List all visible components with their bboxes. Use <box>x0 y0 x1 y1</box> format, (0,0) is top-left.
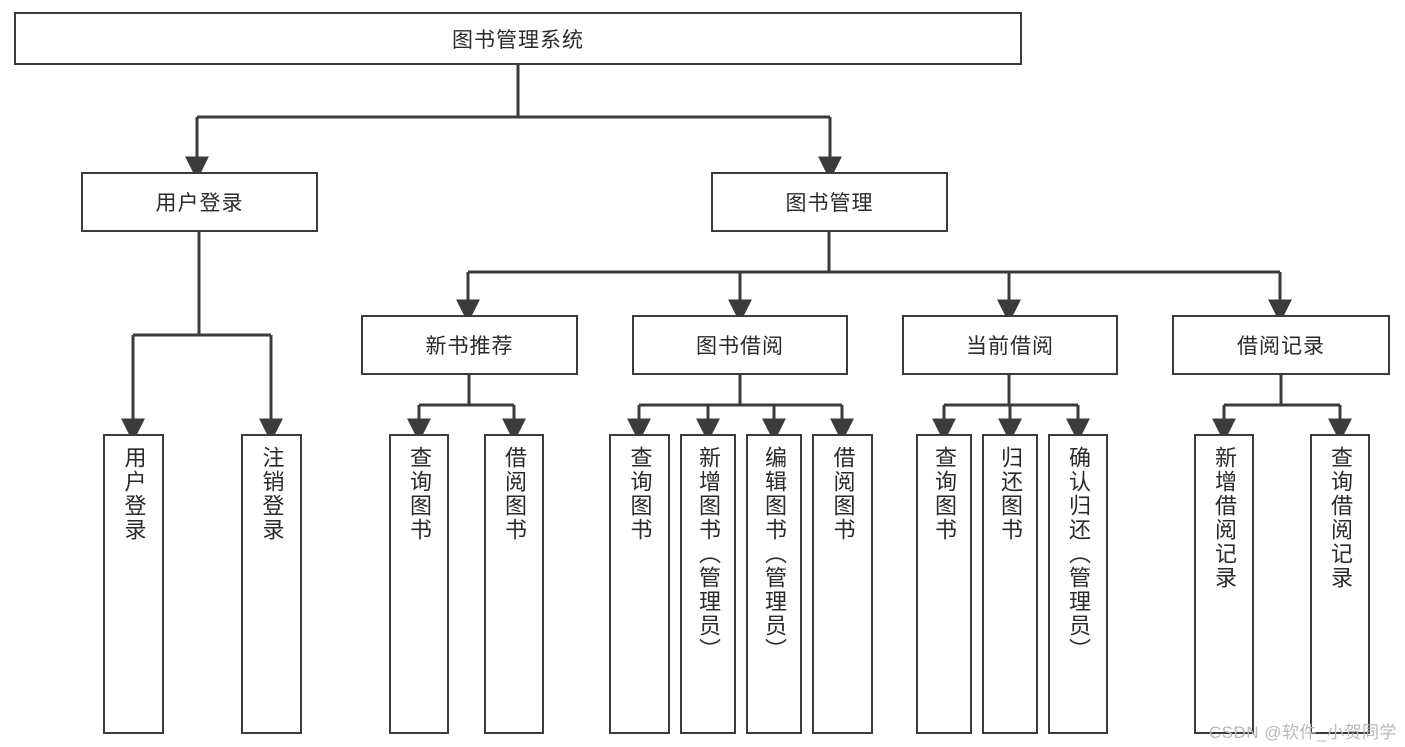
node-book-manage[interactable]: 图书管理 <box>711 172 948 232</box>
node-leaf-add-book-label: 新增图书（管理员） <box>695 446 721 662</box>
node-leaf-user-login-label: 用户登录 <box>121 446 147 542</box>
node-leaf-query-book-borrow-label: 查询图书 <box>627 446 653 542</box>
node-leaf-edit-book[interactable]: 编辑图书（管理员） <box>746 434 802 734</box>
node-current-borrow[interactable]: 当前借阅 <box>902 315 1118 375</box>
node-leaf-logout[interactable]: 注销登录 <box>241 434 302 734</box>
node-leaf-query-borrow-record[interactable]: 查询借阅记录 <box>1310 434 1370 734</box>
node-leaf-borrow-book-recommend[interactable]: 借阅图书 <box>484 434 544 734</box>
node-borrow-record[interactable]: 借阅记录 <box>1172 315 1390 375</box>
node-user-login[interactable]: 用户登录 <box>81 172 318 232</box>
node-leaf-user-login[interactable]: 用户登录 <box>103 434 164 734</box>
node-leaf-query-book-current[interactable]: 查询图书 <box>916 434 972 734</box>
node-root-label: 图书管理系统 <box>452 28 584 52</box>
node-leaf-add-book[interactable]: 新增图书（管理员） <box>680 434 736 734</box>
node-leaf-borrow-book[interactable]: 借阅图书 <box>812 434 873 734</box>
node-borrow-record-label: 借阅记录 <box>1237 335 1325 358</box>
node-leaf-query-book-current-label: 查询图书 <box>931 446 957 542</box>
node-book-borrow[interactable]: 图书借阅 <box>632 315 848 375</box>
node-leaf-return-book-label: 归还图书 <box>997 446 1023 542</box>
node-book-borrow-label: 图书借阅 <box>696 335 784 358</box>
node-current-borrow-label: 当前借阅 <box>966 335 1054 358</box>
node-new-book-recommend[interactable]: 新书推荐 <box>361 315 578 375</box>
csdn-watermark: CSDN @软件_小贺同学 <box>1208 723 1397 742</box>
node-root[interactable]: 图书管理系统 <box>14 12 1022 65</box>
node-leaf-confirm-return[interactable]: 确认归还（管理员） <box>1048 434 1108 734</box>
node-leaf-query-borrow-record-label: 查询借阅记录 <box>1327 446 1353 590</box>
node-leaf-return-book[interactable]: 归还图书 <box>982 434 1038 734</box>
node-user-login-label: 用户登录 <box>155 192 244 215</box>
node-leaf-confirm-return-label: 确认归还（管理员） <box>1065 446 1091 662</box>
node-leaf-add-borrow-record[interactable]: 新增借阅记录 <box>1194 434 1254 734</box>
node-leaf-edit-book-label: 编辑图书（管理员） <box>761 446 787 662</box>
node-leaf-add-borrow-record-label: 新增借阅记录 <box>1211 446 1237 590</box>
node-leaf-borrow-book-recommend-label: 借阅图书 <box>501 446 527 542</box>
node-leaf-query-book-borrow[interactable]: 查询图书 <box>609 434 670 734</box>
node-new-book-recommend-label: 新书推荐 <box>425 335 514 358</box>
node-book-manage-label: 图书管理 <box>785 192 874 215</box>
node-leaf-query-book-recommend-label: 查询图书 <box>406 446 432 542</box>
node-leaf-logout-label: 注销登录 <box>259 446 285 542</box>
node-leaf-query-book-recommend[interactable]: 查询图书 <box>389 434 449 734</box>
node-leaf-borrow-book-label: 借阅图书 <box>830 446 856 542</box>
